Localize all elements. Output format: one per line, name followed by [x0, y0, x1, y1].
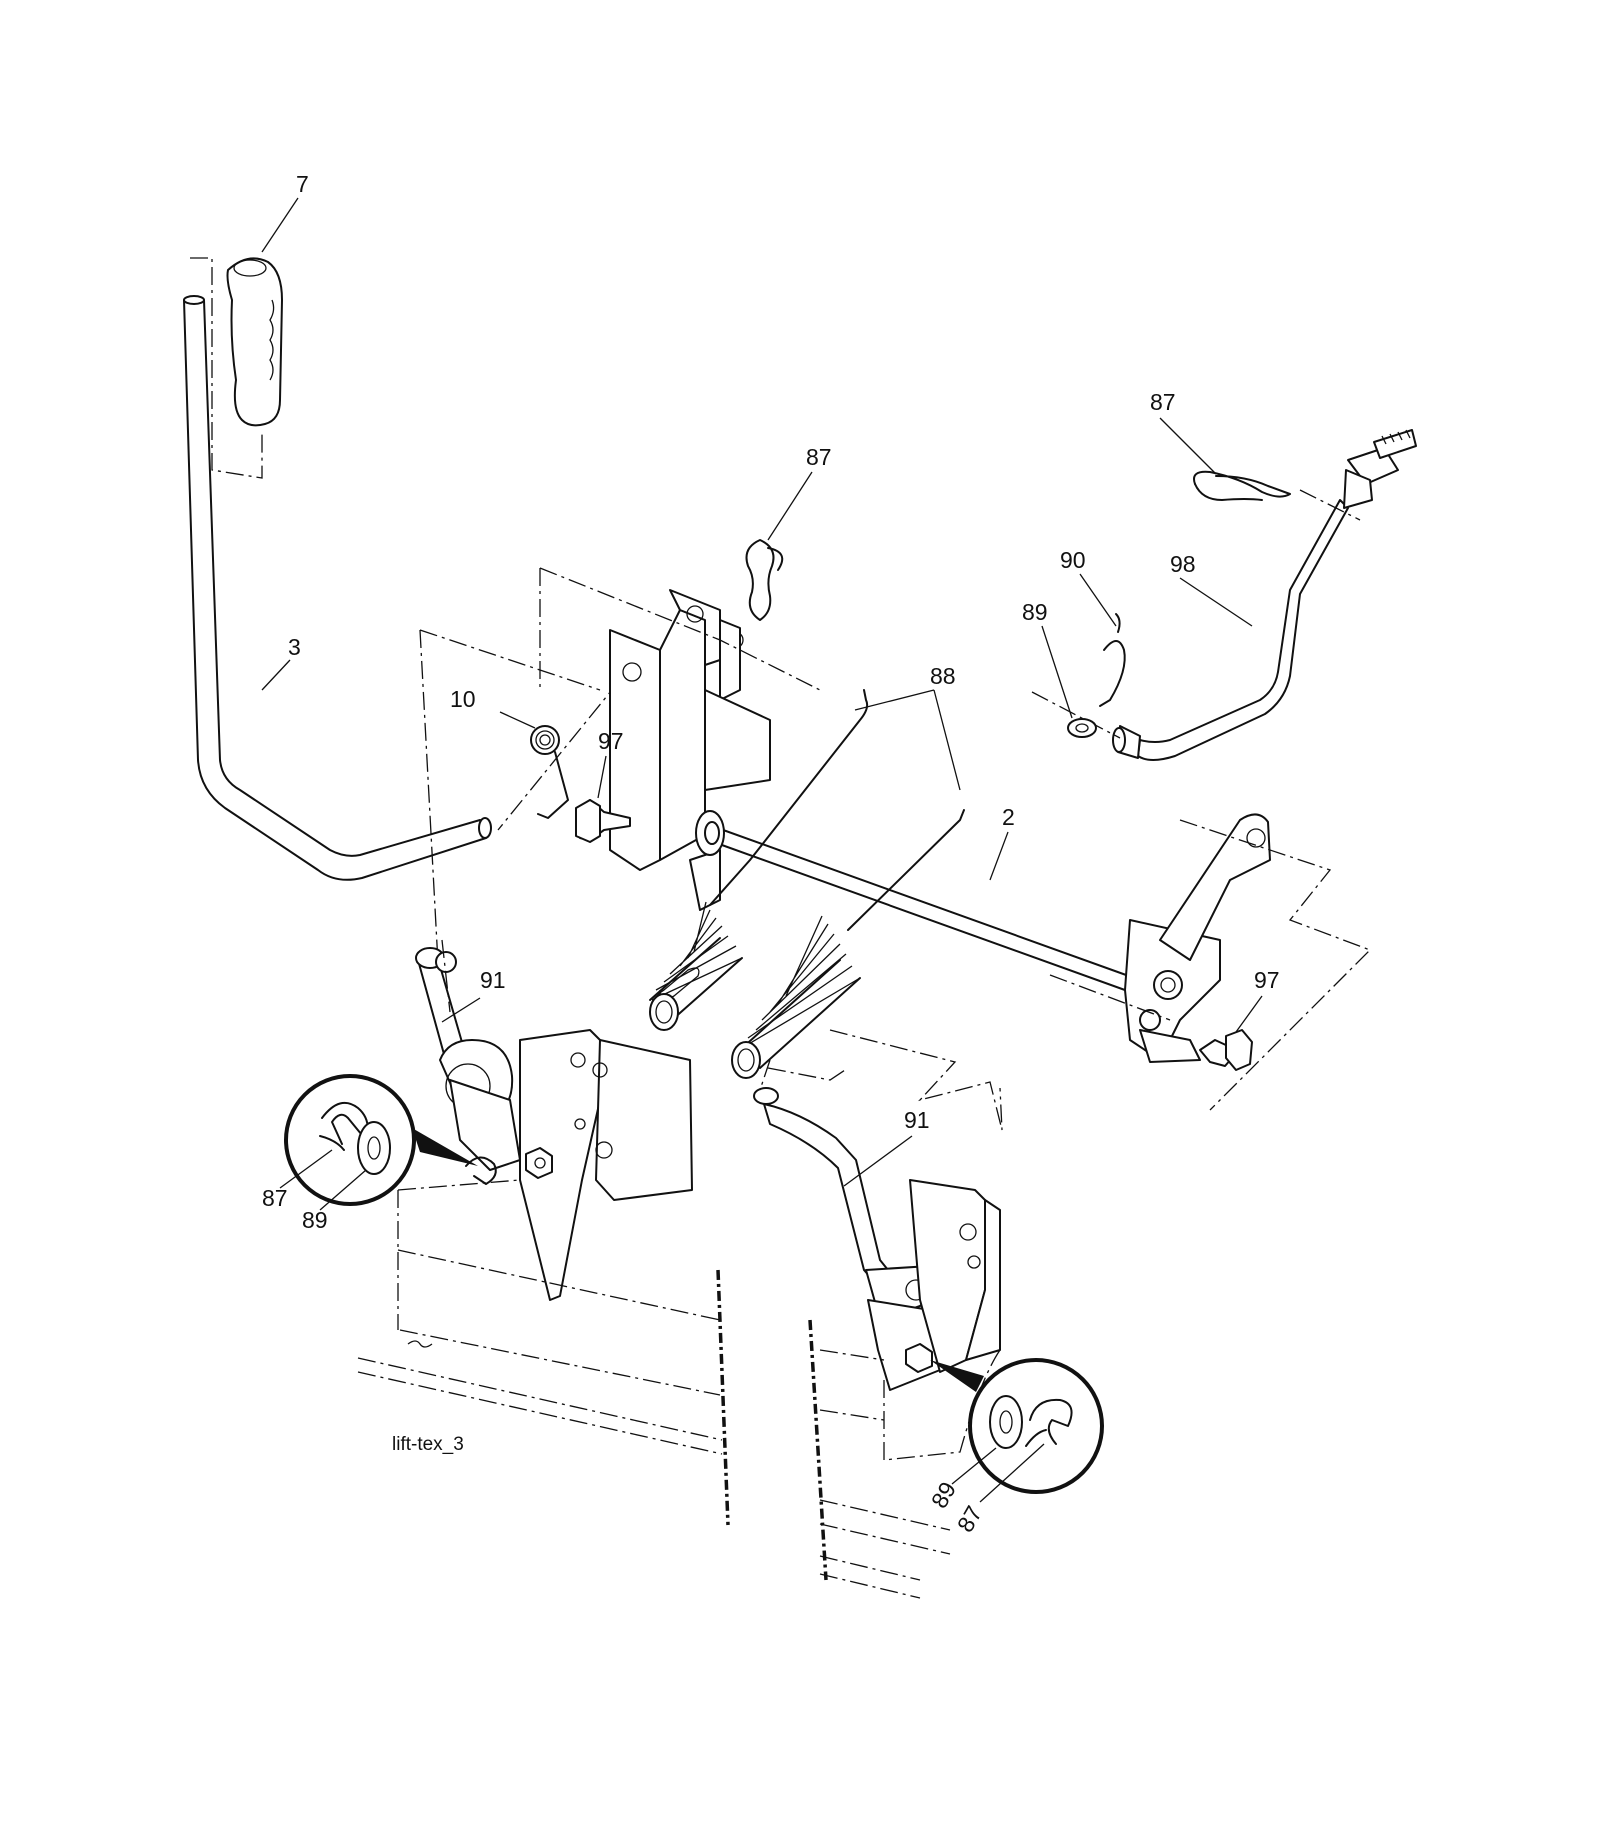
frame-outline — [829, 1029, 1003, 1131]
grip-alignment-line — [190, 257, 263, 479]
left-deck-bracket — [519, 1029, 693, 1301]
callout-c-87d: 87 — [952, 1501, 987, 1536]
mounting-bracket — [609, 589, 771, 911]
callout-c-89b: 89 — [302, 1207, 328, 1233]
deck-outline — [397, 1179, 521, 1330]
hex-nut — [525, 1147, 553, 1179]
lift-link-left — [415, 947, 521, 1171]
callout-c-87a: 87 — [806, 444, 832, 470]
figure-id-label: lift-tex_3 — [392, 1434, 464, 1455]
callout-c-91a: 91 — [480, 967, 506, 993]
callout-c-97b: 97 — [1254, 967, 1280, 993]
center-line — [1299, 489, 1361, 521]
deck-outline — [819, 1349, 885, 1361]
flat-washer — [1067, 718, 1097, 738]
lift-link-right — [753, 1087, 941, 1391]
deck-outline — [819, 1523, 951, 1555]
deck-outline — [399, 1329, 721, 1396]
center-line — [441, 939, 451, 1013]
callout-c-3: 3 — [288, 634, 301, 660]
callout-c-97a: 97 — [598, 728, 624, 754]
hex-bolt — [575, 799, 631, 843]
deck-outline — [357, 1371, 723, 1455]
deck-outline — [819, 1409, 885, 1421]
callout-c-2: 2 — [1002, 804, 1015, 830]
deck-outline — [357, 1357, 723, 1441]
frame-outline — [767, 1067, 849, 1081]
cut-line — [808, 1319, 828, 1581]
callout-c-88: 88 — [930, 663, 956, 689]
frame-outline — [1179, 819, 1372, 1111]
detail-view-right — [930, 1358, 1104, 1494]
callout-c-10: 10 — [450, 686, 476, 712]
center-line — [419, 629, 601, 691]
callout-c-87b: 87 — [1150, 389, 1176, 415]
cotter-pin — [1099, 613, 1126, 707]
extension-spring-left — [649, 689, 869, 1031]
callout-c-87c: 87 — [262, 1185, 288, 1211]
slot-detail — [407, 1340, 433, 1348]
deck-outline — [819, 1499, 951, 1531]
deck-outline — [397, 1249, 721, 1321]
callout-c-90: 90 — [1060, 547, 1086, 573]
right-deck-bracket — [909, 1179, 1001, 1373]
lift-link-rod — [1112, 429, 1417, 761]
detail-view-left — [284, 1074, 478, 1206]
callout-c-98: 98 — [1170, 551, 1196, 577]
handle-grip — [226, 257, 283, 427]
center-line — [759, 1059, 771, 1091]
lift-handle-rod — [183, 295, 492, 881]
cut-line — [716, 1269, 730, 1526]
callout-c-89c: 89 — [926, 1477, 961, 1512]
callout-c-91b: 91 — [904, 1107, 930, 1133]
deck-outline — [819, 1555, 921, 1581]
center-line — [1049, 974, 1171, 1021]
center-line — [497, 679, 621, 831]
frame-outline — [539, 567, 821, 691]
deck-outline — [819, 1573, 921, 1599]
right-lift-arm — [1124, 813, 1271, 1063]
center-line — [1031, 691, 1121, 739]
hex-nut — [905, 1343, 933, 1373]
callout-c-7: 7 — [296, 171, 309, 197]
hairpin-clip-assembled — [465, 1156, 497, 1185]
hairpin-clip — [745, 539, 784, 621]
hairpin-clip — [1193, 470, 1291, 501]
lift-shaft — [695, 810, 1141, 995]
leader-lines — [261, 197, 1263, 1503]
center-line — [419, 629, 443, 1001]
torsion-spring — [530, 725, 569, 819]
callout-c-89a: 89 — [1022, 599, 1048, 625]
extension-spring-right — [731, 809, 965, 1079]
hex-bolt — [1199, 1029, 1253, 1071]
